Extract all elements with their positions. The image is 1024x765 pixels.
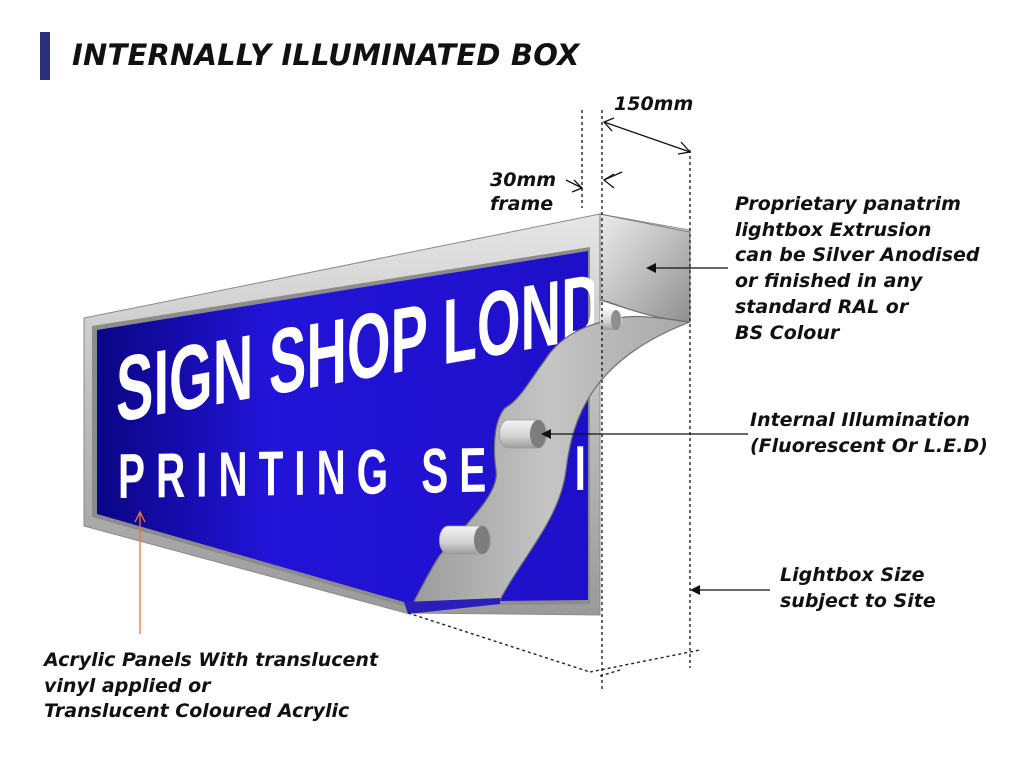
sign-text-line-2: PRINTING SERVICE — [118, 432, 675, 512]
illumination-tube-middle — [499, 419, 547, 449]
extrusion-rear-edge — [599, 299, 691, 323]
depth-dimension-arrow — [602, 117, 692, 155]
extrusion-annotation: Proprietary panatrim lightbox Extrusion … — [735, 193, 980, 344]
acrylic-panel — [97, 251, 588, 602]
construction-lines — [407, 110, 701, 690]
leader-arrowhead-extrusion — [646, 263, 656, 273]
leader-arrowhead-size — [690, 585, 700, 595]
illumination-tube-bottom — [439, 525, 491, 555]
panels-annotation: Acrylic Panels With translucent vinyl ap… — [44, 649, 379, 722]
illumination-tube-top — [600, 310, 622, 330]
panel-bottom-lip — [404, 598, 500, 614]
leader-lines — [545, 267, 770, 591]
depth-dimension-label: 150mm — [614, 93, 694, 115]
illumination-annotation: Internal Illumination (Fluorescent Or L.… — [750, 409, 988, 457]
title-accent-bar — [40, 32, 50, 80]
frame-dimension-arrows — [565, 171, 623, 193]
leader-arrowhead-panels — [134, 510, 146, 523]
page-title: INTERNALLY ILLUMINATED BOX — [72, 38, 580, 72]
size-annotation: Lightbox Size subject to Site — [780, 564, 936, 612]
frame-dimension-label: 30mm frame — [490, 169, 557, 215]
leader-arrowhead-illumination — [541, 429, 551, 439]
